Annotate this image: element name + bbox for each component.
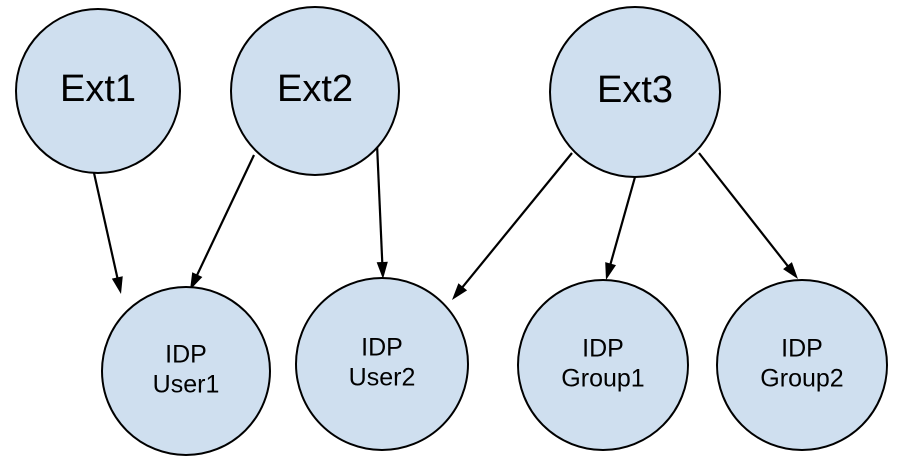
edge-line	[698, 152, 790, 269]
node-label-line2: Group2	[760, 365, 843, 393]
edge-ext2-to-idp-user1	[190, 154, 255, 290]
arrow-head-icon	[605, 262, 616, 280]
arrow-head-icon	[452, 283, 468, 300]
node-circle[interactable]	[230, 6, 400, 176]
node-label-line1: IDP	[781, 335, 823, 363]
node-label: Ext2	[277, 68, 353, 110]
node-label-line2: Group1	[561, 365, 644, 393]
node-circle[interactable]	[716, 279, 888, 451]
arrow-head-icon	[376, 261, 388, 279]
node-label: Ext1	[60, 68, 136, 110]
node-label: Ext3	[597, 69, 673, 111]
edge-line	[375, 143, 384, 265]
node-ext2[interactable]: Ext2	[230, 6, 400, 176]
node-circle[interactable]	[15, 8, 181, 174]
edge-ext3-to-idp-user2	[452, 152, 573, 300]
node-circle[interactable]	[517, 279, 689, 451]
edge-layer	[92, 143, 798, 300]
node-label-line2: User1	[153, 371, 220, 399]
edge-line	[608, 176, 637, 267]
node-label-line1: IDP	[165, 341, 207, 369]
node-ext3[interactable]: Ext3	[549, 6, 721, 178]
edge-ext1-to-idp-user1	[92, 172, 123, 294]
edge-ext3-to-idp-group1	[605, 176, 637, 280]
edge-line	[92, 172, 119, 281]
node-label-line2: User2	[349, 364, 416, 392]
edge-line	[195, 154, 255, 278]
edge-ext2-to-idp-user2	[375, 143, 388, 279]
node-circle[interactable]	[101, 286, 271, 456]
arrow-head-icon	[190, 272, 203, 290]
edge-line	[460, 152, 573, 290]
arrow-head-icon	[783, 262, 798, 279]
node-ext1[interactable]: Ext1	[15, 8, 181, 174]
edge-ext3-to-idp-group2	[698, 152, 798, 279]
node-label-line1: IDP	[361, 334, 403, 362]
node-label-line1: IDP	[582, 335, 624, 363]
node-circle[interactable]	[549, 6, 721, 178]
arrow-head-icon	[111, 276, 123, 294]
node-circle[interactable]	[295, 277, 469, 451]
